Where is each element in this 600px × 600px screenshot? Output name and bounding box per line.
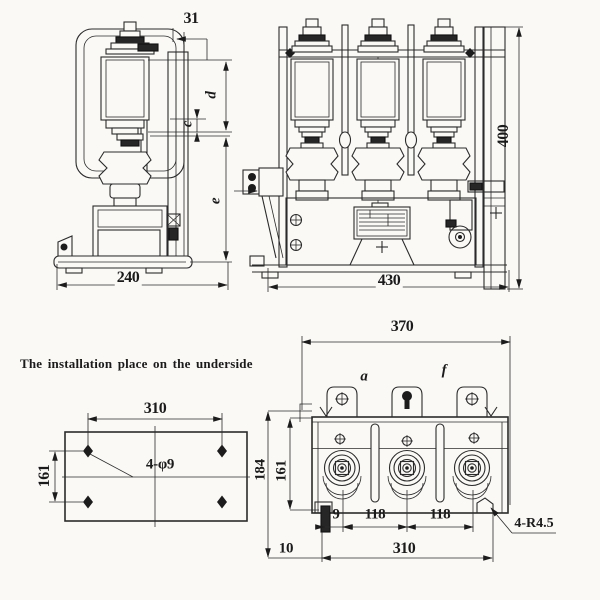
dim-front-height: 400 (495, 124, 512, 148)
front-view-drawing (234, 18, 523, 292)
plate-view-drawing (49, 413, 250, 527)
dim-side-d: d (203, 91, 220, 99)
terminal-pole-3 (452, 449, 492, 500)
dim-bottom-width: 370 (390, 318, 414, 335)
label-plate-holes: 4-φ9 (145, 456, 175, 473)
dim-bottom-depth: 184 (252, 459, 269, 481)
dim-front-width: 430 (375, 272, 403, 289)
dim-bottom-hole-spacing-y: 161 (273, 460, 290, 482)
dim-bottom-edge: 10 (278, 540, 294, 557)
terminal-pole-1 (322, 449, 362, 500)
bottom-view-drawing (265, 336, 556, 562)
label-gap-f: f (441, 362, 447, 379)
dim-bottom-pitch-2: 118 (429, 506, 451, 523)
dim-bottom-pitch-1: 118 (364, 506, 386, 523)
dim-plate-height: 161 (36, 464, 53, 488)
dim-bottom-offset: 9 (332, 506, 340, 523)
terminal-pole-2 (387, 449, 427, 500)
dim-bottom-hole-spacing-x: 310 (392, 540, 416, 557)
side-view-drawing (53, 21, 232, 290)
label-corner-radius: 4-R4.5 (514, 516, 554, 531)
installation-note: The installation place on the underside (20, 356, 253, 371)
dim-side-top-width: 31 (183, 10, 200, 27)
label-gap-a: a (360, 368, 368, 385)
dim-side-e: e (207, 197, 224, 205)
dim-plate-width: 310 (143, 400, 167, 417)
dim-side-base-width: 240 (114, 269, 142, 286)
dim-side-c: c (179, 120, 196, 128)
